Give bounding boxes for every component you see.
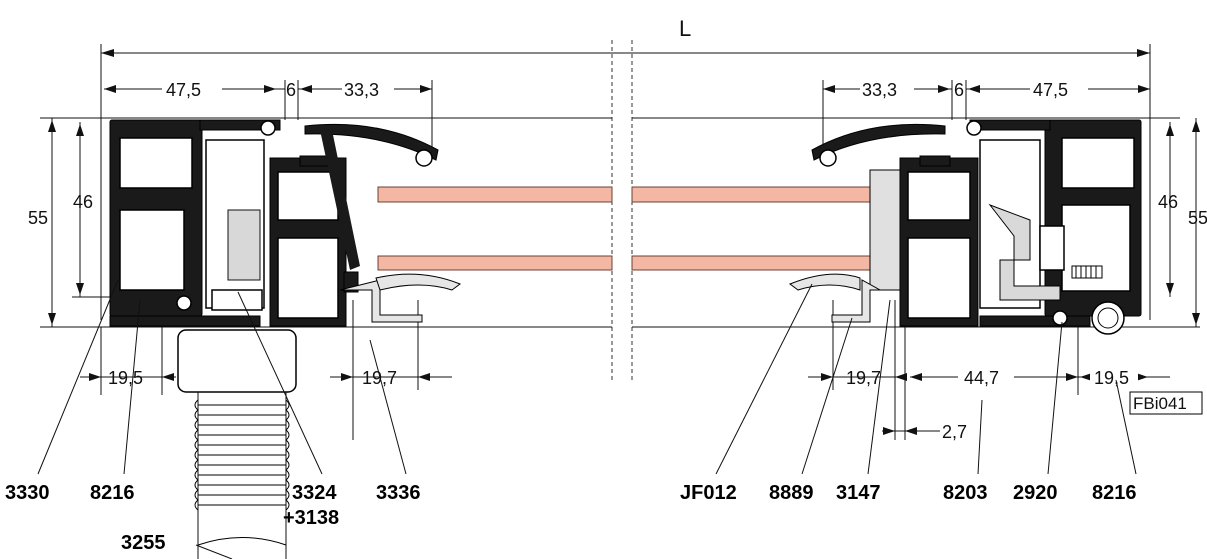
dim-left-gap: 6	[286, 80, 296, 100]
right-sash-profile	[788, 123, 979, 327]
part-number-3138: +3138	[283, 507, 339, 529]
dim-right-sash-width: 33,3	[862, 80, 897, 100]
part-number-3324: 3324	[292, 482, 337, 504]
dim-right-bottom-b: 44,7	[964, 368, 999, 388]
part-number-8216-right: 8216	[1092, 482, 1137, 504]
leader-lines	[37, 279, 1137, 559]
dim-left-bottom-left: 19,5	[108, 368, 143, 388]
dim-right-height-inner: 46	[1158, 192, 1178, 212]
dim-right-bottom-a: 19,7	[846, 368, 881, 388]
part-number-2920: 2920	[1013, 482, 1058, 504]
code-tag: FBi041	[1133, 394, 1187, 413]
glass-layer-bottom	[631, 255, 871, 271]
dim-right-gap: 6	[954, 80, 964, 100]
dim-right-small: 2,7	[942, 422, 967, 442]
code-tag-box	[1129, 391, 1203, 415]
dim-left-frame-width: 47,5	[166, 80, 201, 100]
dim-right-height-outer: 55	[1188, 208, 1207, 228]
arrow-right	[1137, 49, 1150, 57]
part-number-3255: 3255	[121, 532, 166, 554]
dim-left-height-outer: 55	[28, 208, 48, 228]
dim-right-frame-width: 47,5	[1033, 80, 1068, 100]
part-number-jf012: JF012	[680, 482, 737, 504]
dim-left-sash-width: 33,3	[344, 80, 379, 100]
glass-layer-top	[377, 186, 613, 203]
overall-length-label: L	[679, 16, 691, 41]
part-number-8203: 8203	[943, 482, 988, 504]
left-frame-profile	[109, 119, 281, 327]
dim-left-height-inner: 46	[73, 192, 93, 212]
glass-layer-bottom	[377, 255, 613, 271]
left-sash-profile	[269, 123, 462, 327]
dim-right-bottom-c: 19,5	[1094, 368, 1129, 388]
part-number-3330: 3330	[5, 482, 50, 504]
dim-left-bottom-right: 19,7	[362, 368, 397, 388]
part-number-3147: 3147	[836, 482, 881, 504]
arrow-left	[101, 49, 114, 57]
screw-icon	[1071, 265, 1103, 279]
part-number-3336: 3336	[376, 482, 421, 504]
bottom-profile-3255	[177, 329, 297, 559]
glass-layer-top	[631, 186, 871, 203]
part-number-8889: 8889	[769, 482, 814, 504]
part-number-8216-left: 8216	[90, 482, 135, 504]
right-frame-profile	[966, 119, 1142, 335]
